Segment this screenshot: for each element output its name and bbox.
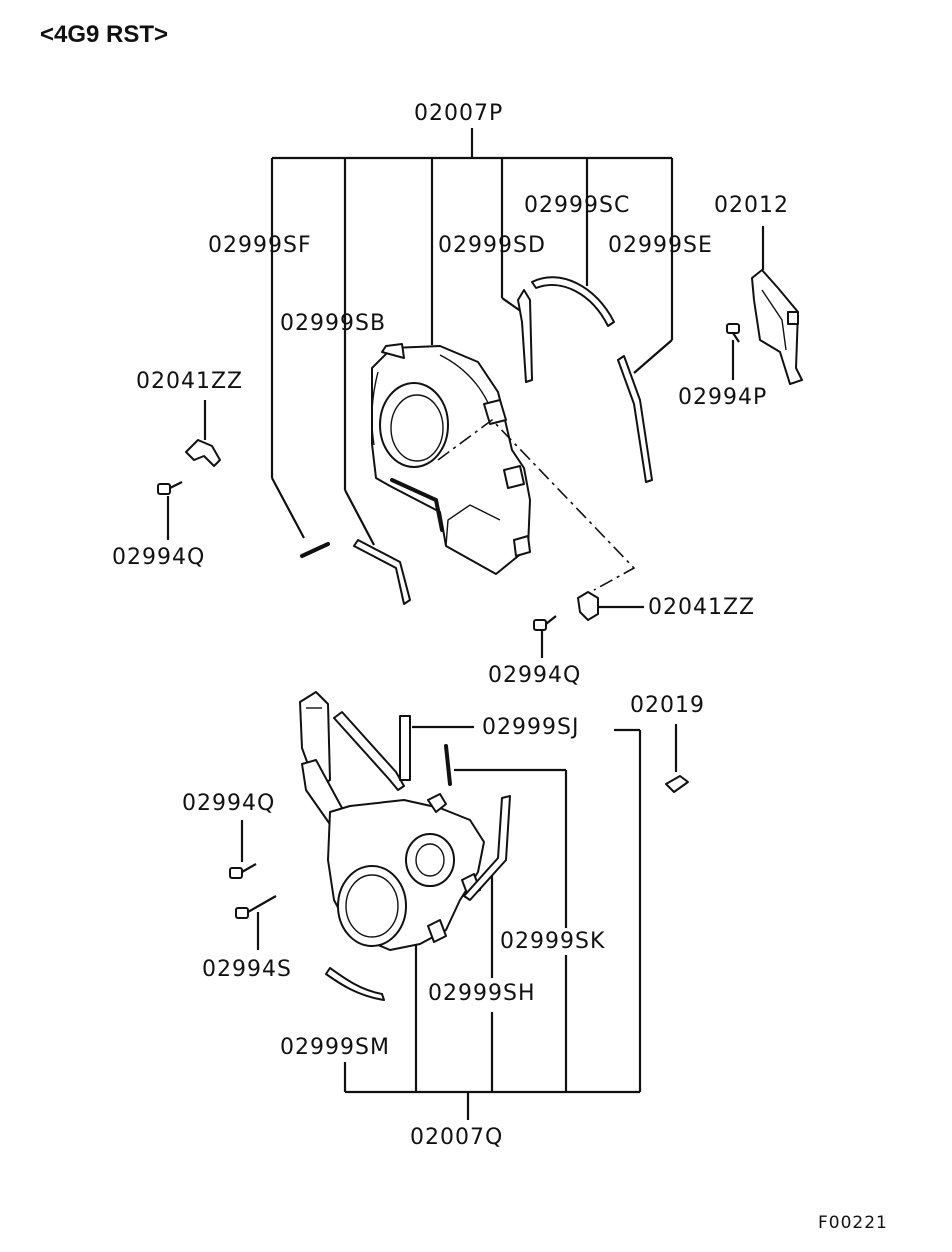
label-02994p: 02994P [678, 385, 767, 410]
label-02994q-lower: 02994Q [182, 791, 275, 816]
clip-02041zz-right [577, 591, 599, 621]
label-02007q: 02007Q [410, 1125, 503, 1150]
label-02999sk: 02999SK [500, 929, 605, 954]
bolt-02994q-mid [533, 615, 557, 631]
lower-assembly-leaders [240, 724, 678, 1120]
label-02994q-mid: 02994Q [488, 663, 581, 688]
upper-seals [300, 276, 653, 605]
upper-assembly-leaders [166, 128, 765, 658]
upper-timing-cover [371, 343, 531, 575]
bolt-02994s [235, 895, 277, 919]
label-02999sb: 02999SB [280, 311, 386, 336]
label-02999sf: 02999SF [208, 233, 312, 258]
label-02999sm: 02999SM [280, 1035, 390, 1060]
label-02007p: 02007P [414, 101, 503, 126]
label-02041zz-right: 02041ZZ [648, 595, 755, 620]
bolt-02994q-left [157, 481, 183, 495]
alignment-centerline [437, 418, 636, 591]
label-02019: 02019 [630, 693, 705, 718]
bracket-02012 [751, 269, 803, 385]
label-02012: 02012 [714, 193, 789, 218]
engine-variant-title: <4G9 RST> [40, 21, 168, 48]
label-02999sc: 02999SC [524, 193, 630, 218]
label-02041zz-left: 02041ZZ [136, 369, 243, 394]
label-02999se: 02999SE [608, 233, 713, 258]
part-02019 [665, 775, 689, 793]
lower-timing-cover [299, 691, 485, 951]
label-02994q-left: 02994Q [112, 545, 205, 570]
bolt-02994p [726, 323, 740, 343]
figure-code: F00221 [818, 1213, 888, 1233]
label-02999sh: 02999SH [428, 981, 536, 1006]
label-02999sj: 02999SJ [482, 715, 579, 740]
label-02994s: 02994S [202, 957, 292, 982]
part-labels: 02007P 02999SC 02012 02999SF 02999SD 029… [112, 101, 789, 1150]
clip-02041zz-left [185, 439, 221, 467]
label-02999sd: 02999SD [438, 233, 546, 258]
bolt-02994q-lower [229, 863, 257, 879]
lower-seals [325, 711, 511, 1001]
